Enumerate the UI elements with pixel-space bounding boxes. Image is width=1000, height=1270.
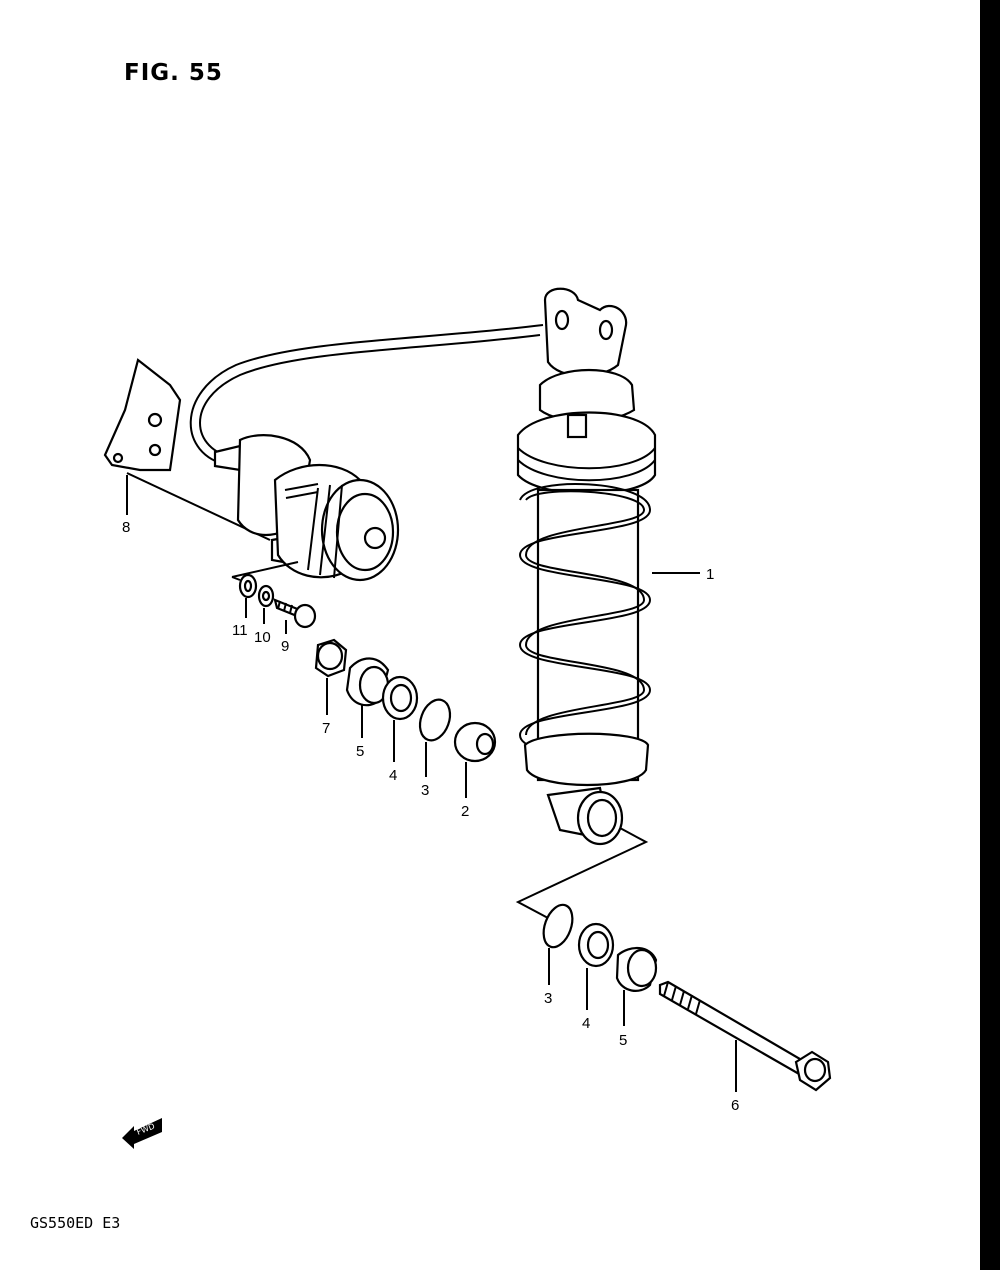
callout-11: 11 [232,622,248,639]
callout-5-upper: 5 [356,743,364,760]
callout-3-upper: 3 [421,782,429,799]
callout-2: 2 [461,803,469,820]
bearing-part-4-upper [381,675,419,721]
callout-4-lower: 4 [582,1015,590,1032]
bolt-part-6 [658,980,832,1092]
reservoir-hose [199,334,541,459]
o-ring-part-3-lower [542,903,574,949]
model-code: GS550ED E3 [30,1214,121,1232]
o-ring-part-3-upper [418,698,452,742]
callout-10: 10 [254,629,271,646]
bushing-part-2 [453,721,497,763]
callout-5-lower: 5 [619,1032,627,1049]
shock-absorber-part-1 [516,287,657,846]
washer-part-10 [257,584,275,608]
collar-part-5-upper [345,657,390,707]
screw-part-9 [273,598,317,629]
collar-part-5-lower [615,947,658,992]
callout-6: 6 [731,1097,739,1114]
page-edge-bar [980,0,1000,1270]
washer-part-11 [238,573,258,599]
callout-1: 1 [706,566,714,583]
reservoir-adjuster [213,434,400,582]
bearing-part-4-lower [577,922,615,968]
callout-4-upper: 4 [389,767,397,784]
bracket-part-8 [103,358,182,472]
callout-3-lower: 3 [544,990,552,1007]
forward-arrow-icon: FWD [122,1118,162,1149]
callout-9: 9 [281,638,289,655]
callout-8: 8 [122,519,130,536]
nut-part-7 [314,638,348,678]
callout-7: 7 [322,720,330,737]
figure-title: FIG. 55 [124,60,223,86]
